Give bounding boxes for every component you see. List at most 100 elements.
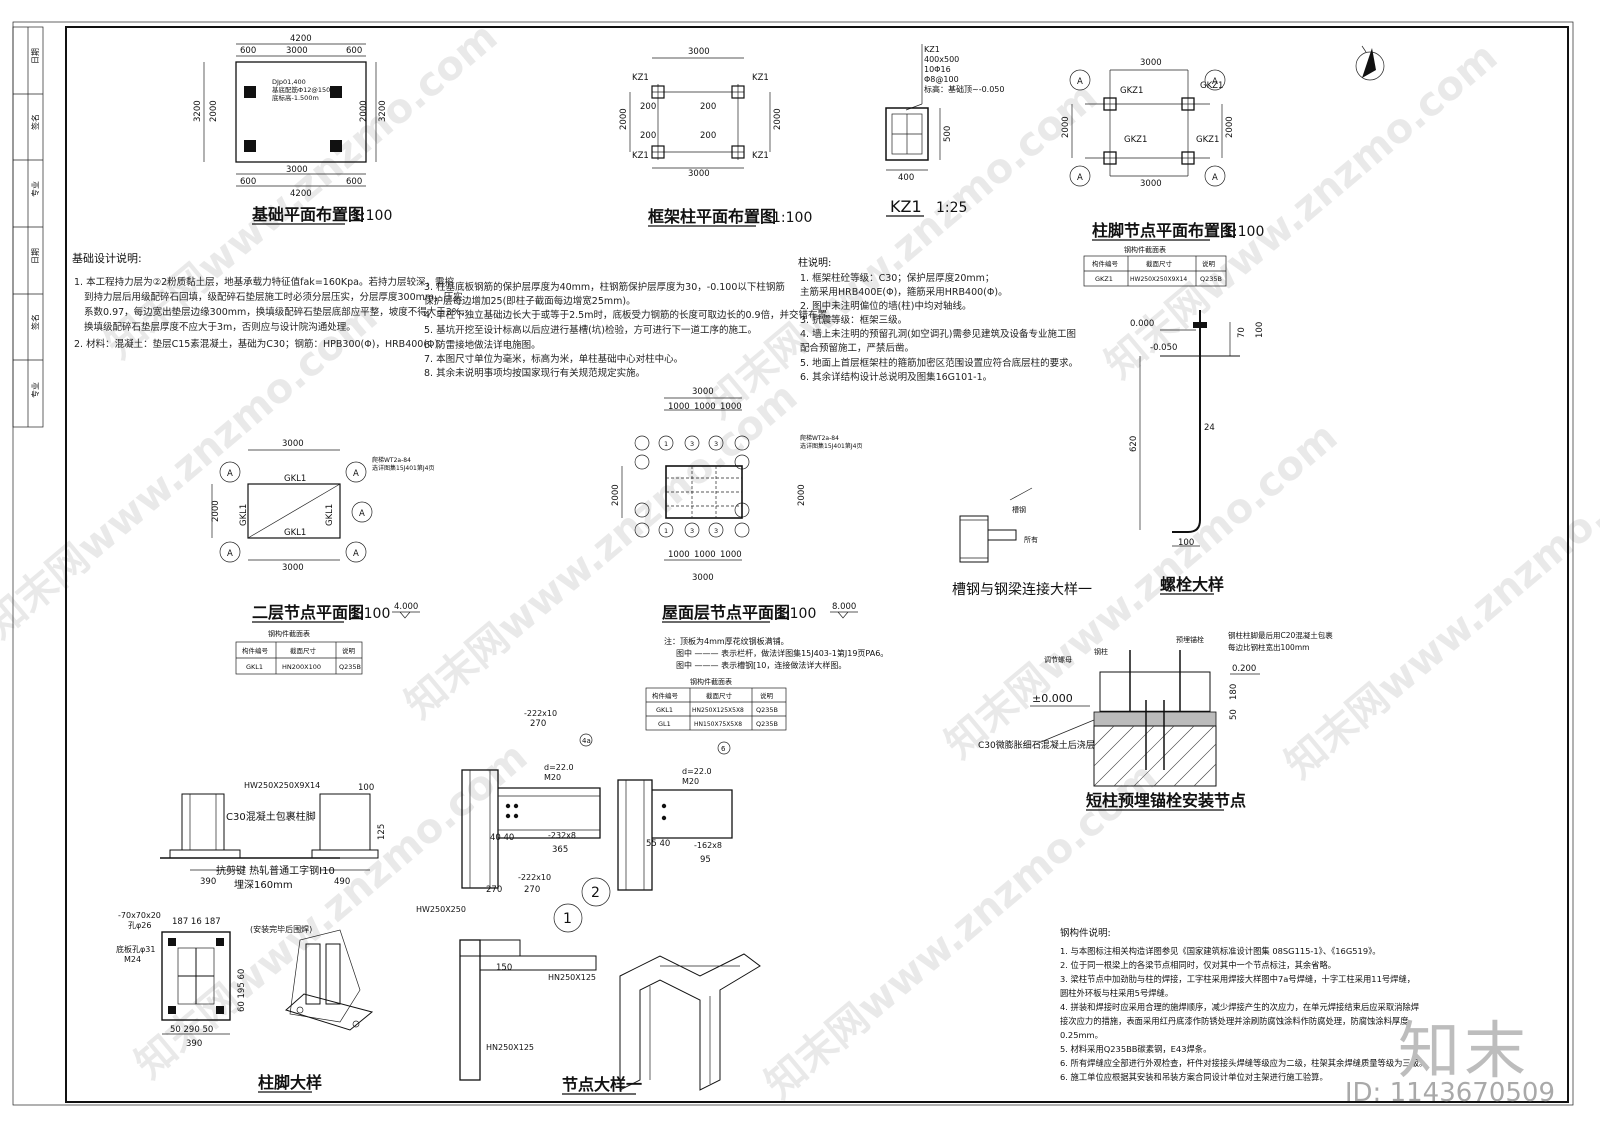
svg-text:1000: 1000 [668,550,690,560]
steel-note-line: 6. 所有焊缝应全部进行外观检查，杆件对接接头焊缝等级应为二级，柱架其余焊缝质量… [1060,1058,1427,1068]
svg-text:200: 200 [700,102,716,112]
detail-callout-1: 1 [563,911,572,927]
svg-text:3000: 3000 [1140,179,1162,189]
svg-text:2000: 2000 [773,108,783,130]
steel-notes-heading: 钢构件说明: [1060,927,1111,939]
steel-note-line: 5. 材料采用Q235BB碳素钢，E43焊条。 [1060,1044,1211,1054]
svg-text:400: 400 [898,173,914,183]
svg-text:2000: 2000 [797,484,807,506]
axis-a-bubble: A [1077,173,1083,183]
gkz1-label: GKZ1 [1196,135,1219,145]
roof-cell: Q235B [756,720,778,728]
foundation-plan: 4200 600 3000 600 600 3000 600 4200 3200… [193,34,392,225]
column-base-detail-title: 柱脚大样 [258,1073,322,1092]
roof-cell: HN250X125X5X8 [692,707,744,714]
foundation-note-line: 1. 本工程持力层为②2粉质黏土层，地基承载力特征值fak=160Kpa。若持力… [74,276,454,288]
axis-a-bubble: A [353,469,359,479]
kz1-label: KZ1 [632,73,649,83]
column-note-line: 6. 其余详结构设计总说明及图集16G101-1。 [800,371,992,383]
north-arrow-icon [1355,45,1385,81]
steel-note-line: 4. 拼装和焊接时应采用合理的施焊顺序，减少焊接产生的次应力，在单元焊接结束后应… [1060,1002,1419,1012]
svg-text:2000: 2000 [1061,116,1071,138]
base-hole-label: 底板孔φ31 [116,944,155,954]
adjust-nut-label: 调节螺母 [1044,655,1072,664]
roof-plan-note: 注：顶板为4mm厚花纹钢板满铺。 [664,636,789,646]
svg-text:70: 70 [1237,327,1247,338]
channel-beam-detail-title: 槽钢与钢梁连接大样一 [952,581,1092,598]
bolt-detail-title: 螺栓大样 [1160,575,1224,594]
column-note-line: 2. 图中未注明偏位的墙(柱)中均对轴线。 [800,300,972,312]
svg-text:365: 365 [552,845,568,855]
weld-note: (安装完毕后围焊) [250,924,312,934]
svg-text:3000: 3000 [1140,58,1162,68]
bolt-detail: 0.000 -0.050 70 100 24 620 100 螺栓大样 [1129,310,1265,595]
svg-text:600: 600 [346,46,362,56]
second-floor-plan-scale: 1:100 [350,606,390,622]
column-base-plate: -70x70x20 孔φ26 187 16 187 底板孔φ31 M24 50 … [116,911,374,1093]
svg-text:1000: 1000 [720,402,742,412]
kz1-elevation: 标高：基础顶~-0.050 [924,84,1005,94]
svg-text:1000: 1000 [720,550,742,560]
footing-elevation: 底标高-1.500m [272,93,319,102]
gkz1-label: GKZ1 [1200,81,1223,91]
foundation-notes: 基础设计说明: 1. 本工程持力层为②2粉质黏土层，地基承载力特征值fak=16… [72,251,470,350]
hn250-label: HN250X125 [486,1043,534,1052]
anchor-top-level: 0.200 [1232,664,1256,674]
stair-reference: 爬梯WT2a-84 [372,456,411,464]
gkl1-label: GKL1 [239,504,249,526]
svg-text:200: 200 [640,102,656,112]
middle-note-line: 3. 柱基底板钢筋的保护层厚度为40mm，柱钢筋保护层厚度为30，-0.100以… [424,281,785,293]
svg-text:3000: 3000 [286,46,308,56]
roof-axis-bubbles: 1 3 3 1 3 3 [634,435,750,538]
svg-text:200: 200 [700,131,716,141]
column-note-line: 3. 抗震等级：框架三级。 [800,314,907,326]
footing-code: DJp01,400 [272,78,306,86]
stair-reference: 爬梯WT2a-84 [800,434,839,442]
gkl-cell: GKL1 [246,663,263,671]
bolt-top-level: 0.000 [1130,319,1154,329]
gkz-col-header: 截面尺寸 [1146,259,1173,268]
axis-1-bubble: 1 [664,527,668,535]
svg-text:2000: 2000 [211,500,221,522]
kz1-label: KZ1 [632,151,649,161]
plate-label: -222x10 [524,709,557,718]
axis-a-bubble: A [359,509,365,519]
steel-column-label: 钢柱 [1094,647,1108,656]
middle-notes: 3. 柱基底板钢筋的保护层厚度为40mm，柱钢筋保护层厚度为30，-0.100以… [424,281,837,379]
bolt-diameter: d=22.0 [544,763,574,772]
foundation-notes-heading: 基础设计说明: [72,251,142,265]
column-note-line: 配合预留施工，严禁后凿。 [800,342,914,354]
foundation-note-line: 到持力层后用级配碎石回填，级配碎石垫层施工时必须分层压实，分层厚度300mm，压… [84,291,463,303]
middle-note-line: 4. 单柱下独立基础边长大于或等于2.5m时，底板受力钢筋的长度可取边长的0.9… [424,309,837,321]
anchor-bolt-node-title: 短柱预埋锚栓安装节点 [1086,791,1246,810]
roof-col-header: 构件编号 [652,691,679,700]
svg-text:1000: 1000 [694,402,716,412]
svg-text:2000: 2000 [359,100,369,122]
beam-column-joint-details: -222x10 270 d=22.0 M20 -232x8 365 40 40 … [416,709,761,1095]
outer-border [12,21,1574,1106]
watermark: 知末网www.znzmo.com [1097,34,1506,388]
plate-label: -222x10 [518,873,551,882]
middle-note-line: 5. 基坑开挖至设计标高以后应进行基槽(坑)检验，方可进行下一道工序的施工。 [424,324,757,336]
hw250-label: HW250X250 [416,905,466,914]
kz1-size: 400x500 [924,55,959,64]
steel-note-line: 2. 位于同一根梁上的各梁节点相同时，仅对其中一个节点标注，其余省略。 [1060,960,1336,970]
axis-1-bubble: 1 [664,440,668,448]
svg-text:4200: 4200 [290,34,312,44]
grout-label: C30微膨胀细石混凝土后浇层 [978,739,1095,751]
axis-3-bubble: 3 [714,527,718,535]
svg-text:200: 200 [640,131,656,141]
steel-note-line: 0.25mm。 [1060,1030,1103,1040]
svg-text:600: 600 [346,177,362,187]
svg-text:24: 24 [1204,423,1215,433]
gkz-cell: HW250X250X9X14 [1130,276,1187,283]
axis-a-bubble: A [1077,77,1083,87]
second-floor-plan: 3000 3000 A A A A A GKL1 GKL1 GKL1 GKL1 … [211,439,434,675]
axis-a-bubble: A [227,549,233,559]
svg-text:270: 270 [524,885,540,895]
svg-text:490: 490 [334,877,350,887]
joint-detail-title: 节点大样一 [562,1075,642,1094]
svg-text:620: 620 [1129,436,1139,452]
hw-column-label: HW250X250X9X14 [244,781,320,790]
column-notes-heading: 柱说明: [798,256,831,269]
